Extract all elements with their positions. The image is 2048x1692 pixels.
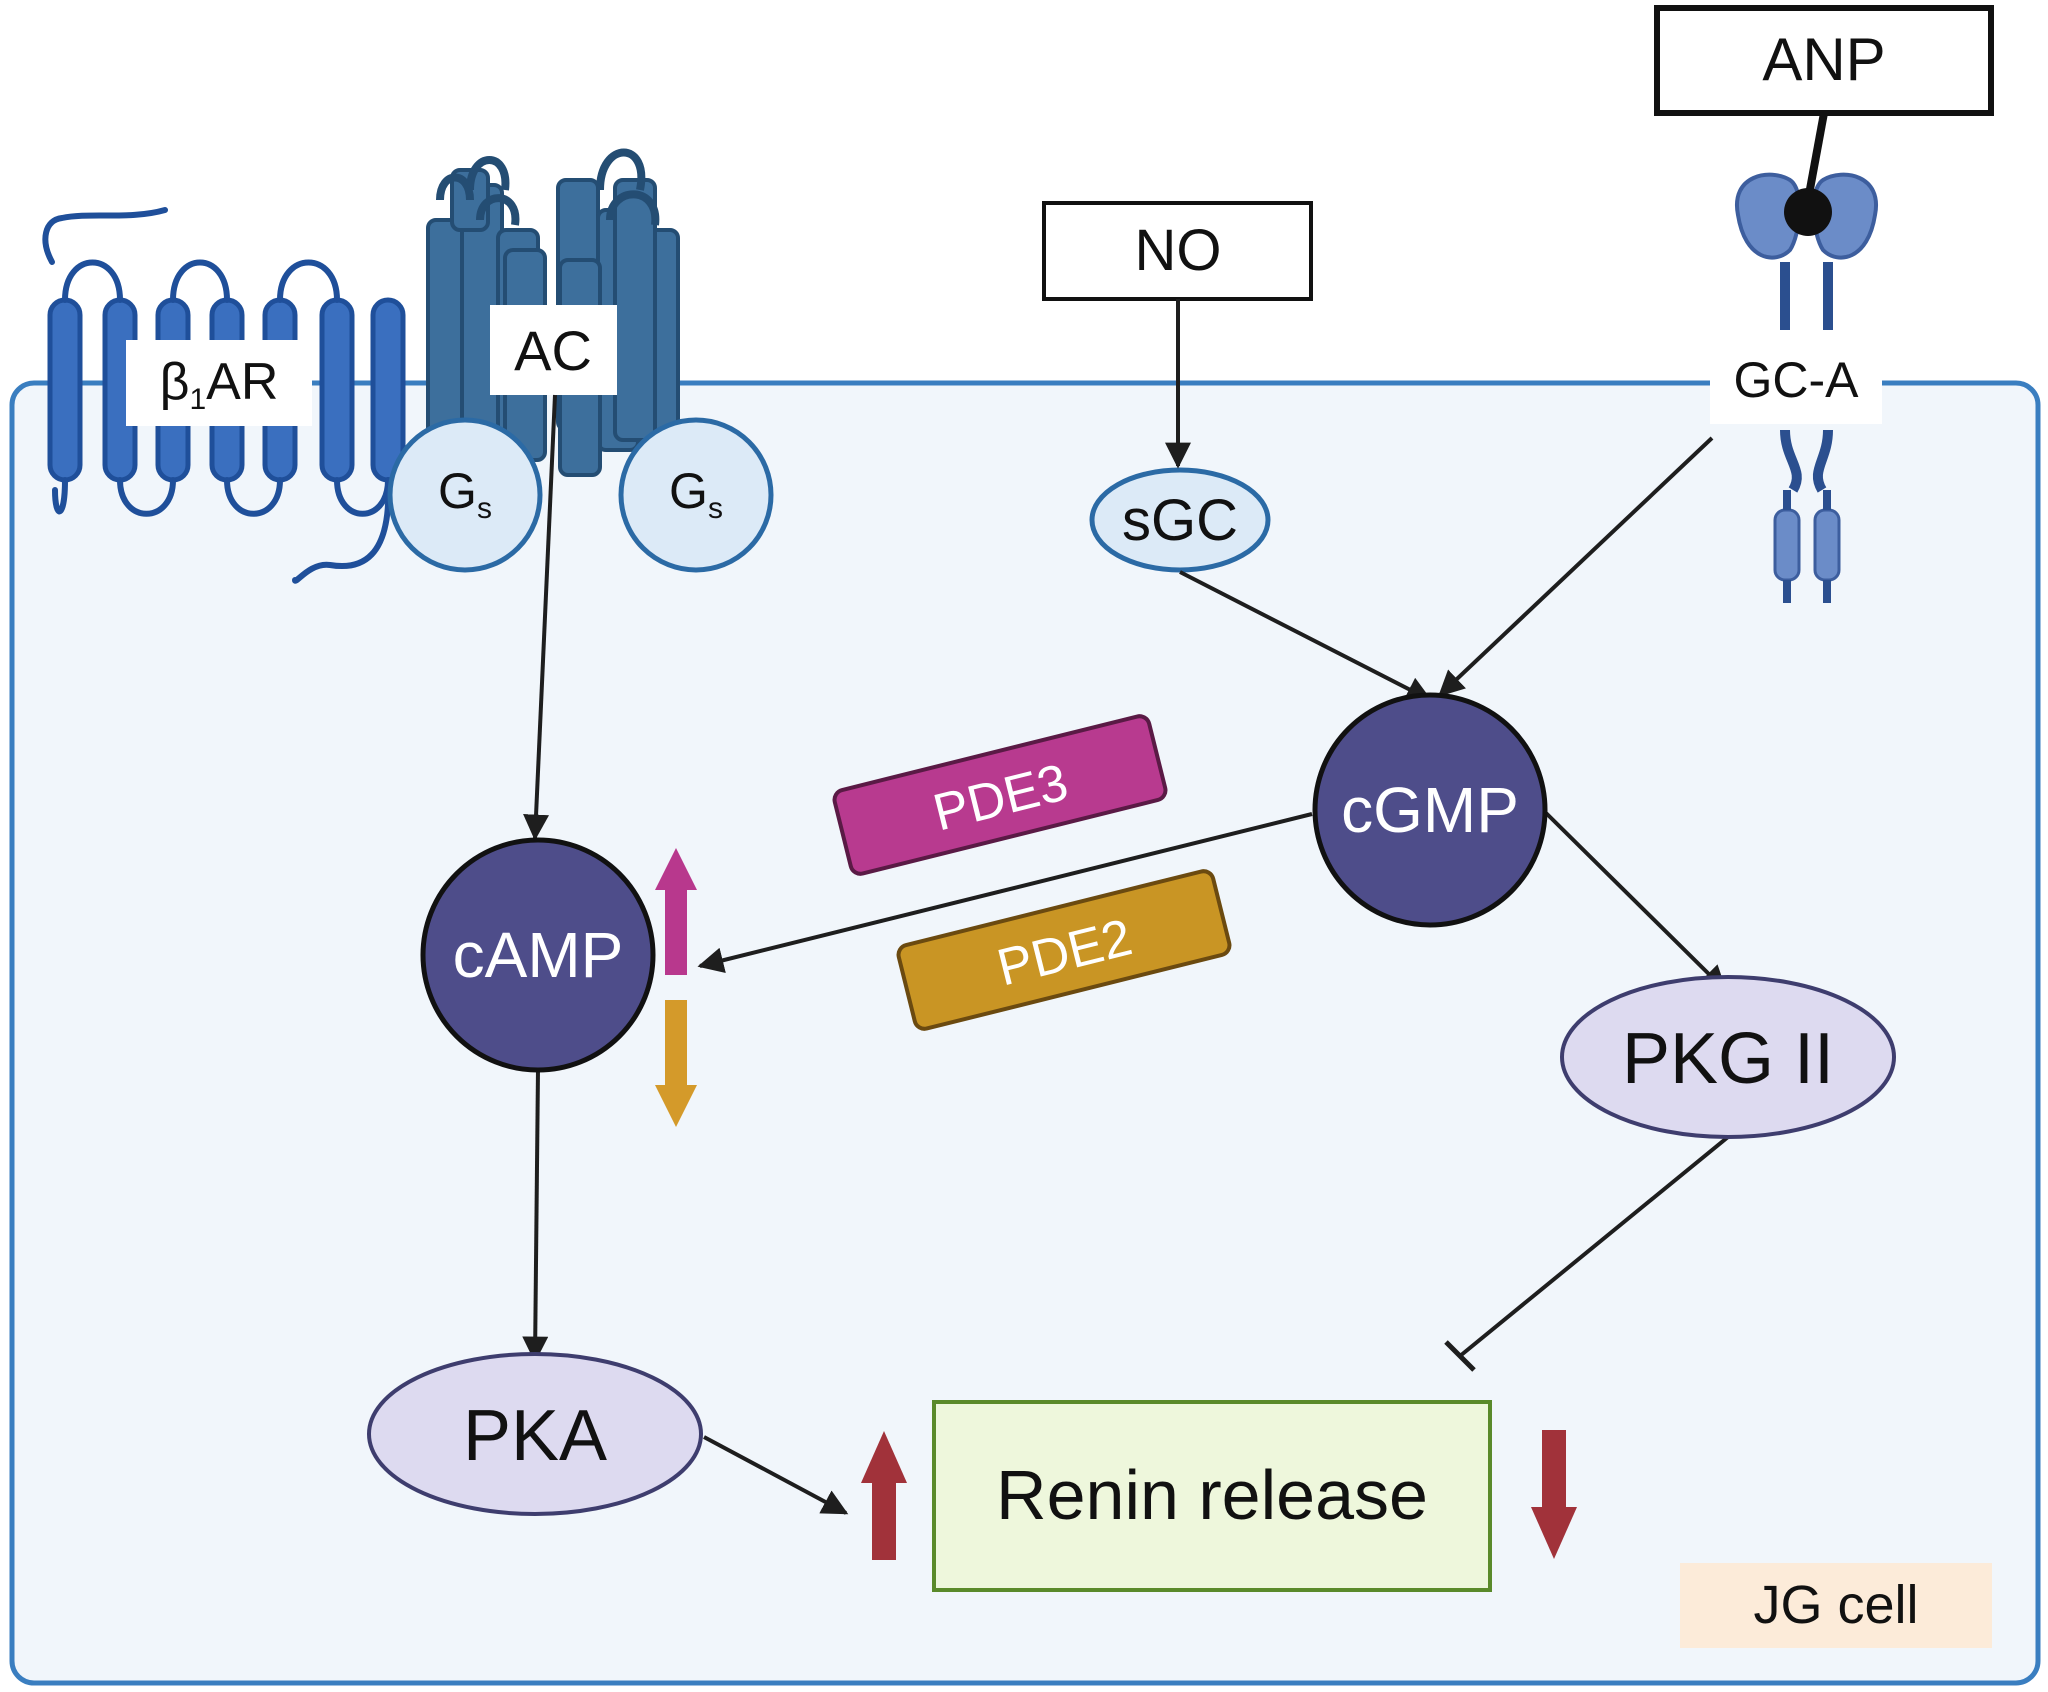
arrow-camp-to-pka <box>522 1068 549 1363</box>
anp-box <box>1654 5 1994 116</box>
camp-down-arrow-icon <box>655 1000 697 1127</box>
gca-receptor-icon <box>1734 112 1879 603</box>
arrow-cgmp-to-pkg2 <box>1544 811 1727 992</box>
pde3-box: PDE3 <box>832 714 1168 876</box>
gs-left-label: Gs <box>438 463 492 525</box>
renin-down-arrow-icon <box>1531 1430 1577 1559</box>
arrow-gca-to-cgmp <box>1438 436 1714 697</box>
renin-up-arrow-icon <box>861 1431 907 1560</box>
arrow-cgmp-to-camp <box>697 812 1313 973</box>
gca-label: GC-A <box>1734 352 1860 408</box>
renin-release-box <box>932 1400 1492 1592</box>
arrow-ac-to-camp <box>523 394 557 841</box>
b1ar-label-bg <box>126 340 312 426</box>
no-label: NO <box>1135 218 1222 283</box>
pkg2-label: PKG II <box>1622 1019 1834 1099</box>
pathway-arrows <box>522 299 1730 1515</box>
b1ar-label: β1AR <box>160 353 279 416</box>
pde2-box: PDE2 <box>896 869 1232 1031</box>
inhibition-pkg2-to-renin <box>1458 1135 1730 1358</box>
pkg2-node <box>1560 975 1896 1139</box>
arrow-sgc-to-cgmp <box>1179 570 1433 702</box>
pka-label: PKA <box>463 1396 607 1476</box>
gca-label-bg <box>1710 332 1882 424</box>
pka-node <box>367 1352 703 1516</box>
sgc-label: sGC <box>1122 488 1238 553</box>
camp-up-arrow-icon <box>655 848 697 975</box>
gs-protein-right <box>618 417 774 573</box>
arrow-pka-to-renin <box>703 1435 849 1515</box>
renin-release-label: Renin release <box>996 1456 1428 1534</box>
gs-right-label: Gs <box>669 463 723 525</box>
camp-node <box>420 837 656 1073</box>
inhibition-bar <box>1444 1340 1476 1372</box>
gs-protein-left <box>387 417 543 573</box>
cgmp-node <box>1312 692 1548 928</box>
ac-label: AC <box>514 319 592 382</box>
ac-label-bg <box>490 305 617 395</box>
jg-cell-label-bg <box>1680 1563 1992 1648</box>
cgmp-label: cGMP <box>1341 774 1519 846</box>
anp-label: ANP <box>1762 26 1885 93</box>
camp-label: cAMP <box>453 919 624 991</box>
jg-cell-label: JG cell <box>1753 1575 1918 1635</box>
sgc-node <box>1089 467 1271 573</box>
